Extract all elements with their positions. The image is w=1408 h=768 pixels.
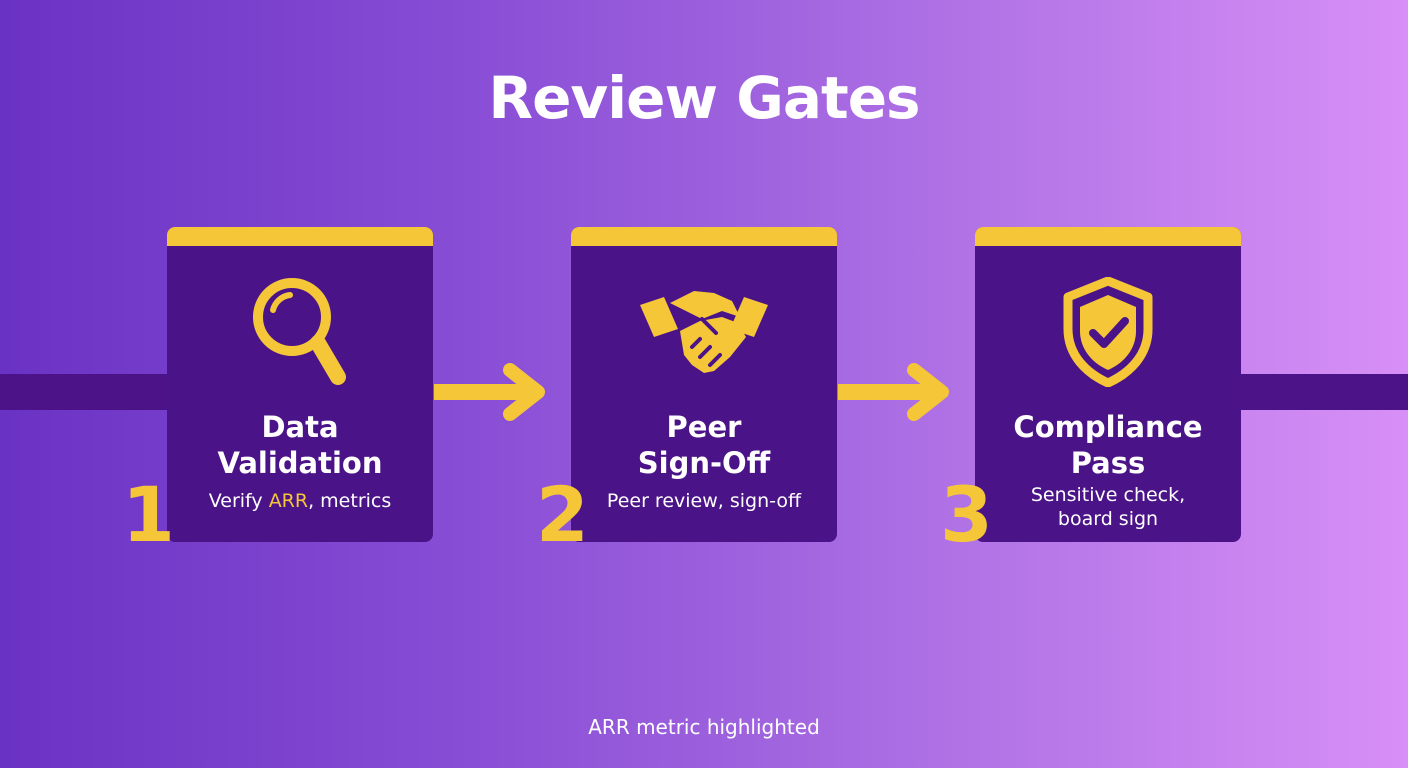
- step-description-line: board sign: [1057, 508, 1159, 530]
- arrow-right-icon: [434, 363, 545, 421]
- arrow-right-icon: [838, 363, 949, 421]
- shield-check-icon: [1063, 277, 1153, 387]
- handshake-icon: [640, 291, 768, 373]
- step-title-line: Peer: [666, 410, 742, 444]
- footer-caption: ARR metric highlighted: [588, 715, 820, 739]
- step-number: 3: [940, 470, 993, 559]
- step-title-line: Data: [261, 410, 339, 444]
- step-number: 1: [122, 470, 175, 559]
- step-title-line: Validation: [217, 446, 383, 480]
- step-title-line: Pass: [1070, 446, 1146, 480]
- step-card-compliance-pass: Compliance Pass Sensitive check, board s…: [975, 227, 1241, 542]
- arr-highlight: ARR: [268, 490, 309, 512]
- page-title: Review Gates: [488, 64, 920, 132]
- step-card-peer-sign-off: Peer Sign-Off Peer review, sign-off: [571, 227, 837, 542]
- flow-band-right: [1238, 374, 1408, 410]
- step-title-line: Sign-Off: [637, 446, 771, 480]
- step-title-line: Compliance: [1013, 410, 1203, 444]
- flow-band-left: [0, 374, 170, 410]
- card-accent-bar: [571, 227, 837, 246]
- step-number: 2: [536, 470, 589, 559]
- step-description: Verify ARR, metrics: [208, 490, 392, 512]
- magnifying-glass-icon: [253, 278, 346, 385]
- step-description: Peer review, sign-off: [606, 490, 802, 512]
- card-accent-bar: [975, 227, 1241, 246]
- card-accent-bar: [167, 227, 433, 246]
- step-card-data-validation: Data Validation Verify ARR, metrics: [167, 227, 433, 542]
- step-description-line: Sensitive check,: [1030, 484, 1186, 506]
